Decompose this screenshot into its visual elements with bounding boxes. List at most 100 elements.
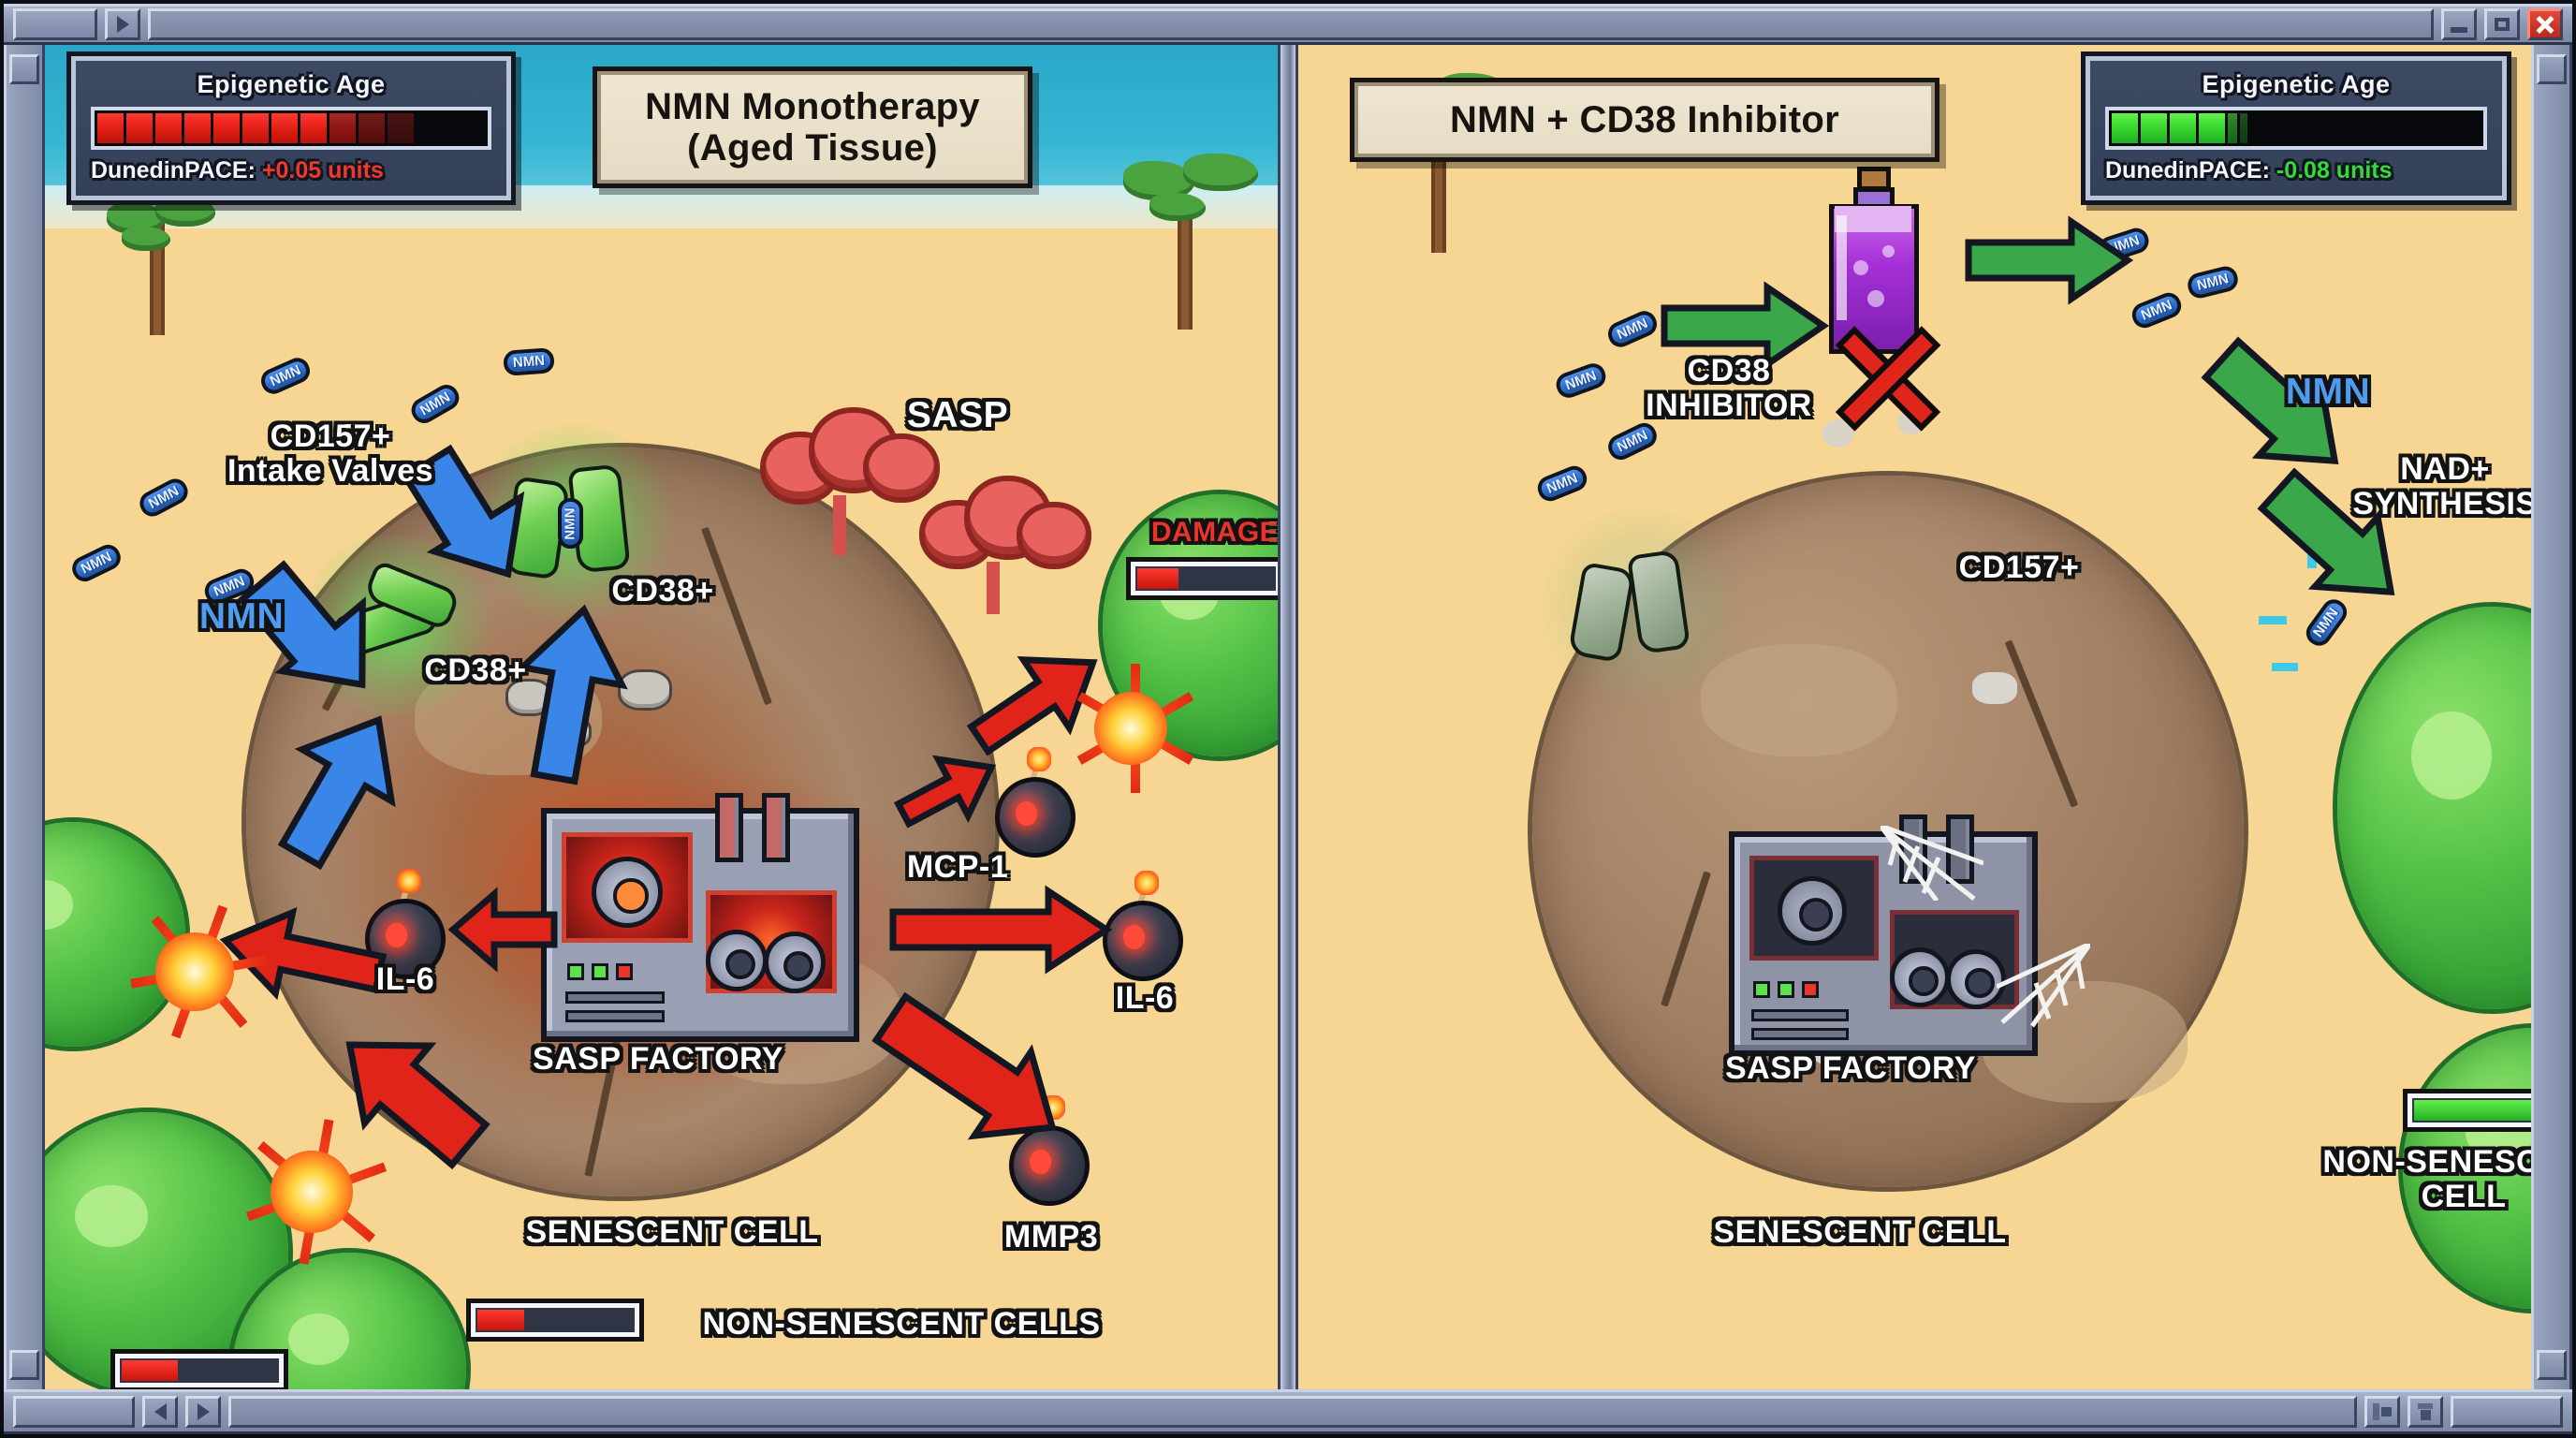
maximize-button[interactable]	[2484, 8, 2520, 40]
damage-arrow	[447, 887, 560, 973]
statusbar-resize-grip[interactable]	[2451, 1396, 2563, 1428]
left-rail-button-top[interactable]	[9, 54, 39, 84]
prev-button[interactable]	[142, 1396, 178, 1428]
sparkle	[2272, 663, 2298, 671]
panel-nmn-plus-cd38-inhibitor: NMN NMN NMN NMN NMN NMN NMN NMN	[1298, 45, 2531, 1389]
damage-arrow	[869, 981, 1075, 1168]
nad-synthesis-arrow	[2197, 326, 2365, 494]
hud-epigenetic-age-right: Epigenetic Age DunedinPACE: -0.08 units	[2086, 56, 2507, 200]
nmn-intake-arrow	[401, 429, 597, 597]
titlebar-left-blank	[13, 8, 97, 40]
label-sasp-factory: SASP FACTORY	[533, 1041, 783, 1077]
close-button[interactable]	[2527, 8, 2563, 40]
label-nmn: NMN	[2285, 372, 2371, 412]
panel-divider	[1278, 45, 1298, 1389]
explosion	[120, 897, 270, 1047]
label-cd38-inhibitor: CD38 INHIBITOR	[1646, 353, 1812, 423]
right-rail-button-bottom[interactable]	[2537, 1350, 2567, 1380]
non-senescent-legend-bar	[471, 1303, 639, 1337]
statusbar-left-blank	[13, 1396, 135, 1428]
right-rail-button-top[interactable]	[2537, 54, 2567, 84]
palm-tree	[101, 185, 223, 335]
label-mcp1: MCP-1	[906, 849, 1009, 885]
cd38-inhibitor-potion	[1822, 167, 1925, 354]
label-non-senescent-cells: NON-SENESCENT CELLS	[702, 1306, 1101, 1342]
hud-metric-label: DunedinPACE:	[91, 157, 256, 183]
damage-health-bar	[1131, 562, 1278, 595]
cobweb-icon	[1879, 823, 1984, 902]
cytokine-bomb-il6	[1103, 871, 1183, 981]
label-senescent-cell: SENESCENT CELL	[525, 1214, 819, 1250]
panel-left-title-banner: NMN Monotherapy (Aged Tissue)	[597, 71, 1028, 183]
window-statusbar	[4, 1389, 2572, 1434]
sparkle	[2259, 616, 2287, 624]
damage-arrow	[326, 1009, 494, 1187]
cd157-valve	[1538, 507, 1746, 706]
explosion	[232, 1112, 391, 1271]
cd38-callout-arrow	[494, 597, 653, 785]
label-cd157-plus: CD157+	[1958, 550, 2080, 585]
play-icon	[116, 16, 129, 33]
hud-metric-label: DunedinPACE:	[2105, 157, 2270, 183]
cobweb-icon	[1995, 941, 2093, 1028]
tool-b-icon	[2416, 1403, 2435, 1420]
label-sasp-factory: SASP FACTORY	[1725, 1050, 1976, 1086]
hud-title: Epigenetic Age	[2202, 70, 2391, 98]
maximize-icon	[2495, 18, 2510, 31]
tool-b-button[interactable]	[2408, 1396, 2443, 1428]
panel-nmn-monotherapy: NMN NMN NMN NMN NMN NMN NMN	[45, 45, 1278, 1389]
hud-meter-bar	[2105, 107, 2487, 150]
label-damage: DAMAGE	[1150, 517, 1278, 548]
hud-metric-row: DunedinPACE: -0.08 units	[2105, 157, 2487, 184]
sasp-factory	[1729, 814, 2093, 1056]
non-senescent-cell-bar	[2408, 1093, 2531, 1127]
cd38-callout-arrow	[260, 700, 429, 871]
tool-a-button[interactable]	[2364, 1396, 2400, 1428]
hud-metric-row: DunedinPACE: +0.05 units	[91, 157, 491, 184]
label-non-senescent-cell: NON-SENESCENT CELL	[2322, 1144, 2531, 1214]
label-cd38-upper: CD38+	[611, 573, 714, 609]
window-titlebar	[4, 4, 2572, 45]
arrow-right-icon	[197, 1403, 210, 1420]
label-il6-left: IL-6	[375, 961, 435, 997]
left-rail-button-bottom[interactable]	[9, 1350, 39, 1380]
sasp-cloud	[925, 476, 1093, 614]
right-rail	[2531, 45, 2572, 1389]
label-cd157-intake-valves: CD157+ Intake Valves	[227, 418, 434, 489]
nmn-token: NMN	[503, 347, 555, 376]
tool-a-icon	[2373, 1403, 2392, 1420]
hud-epigenetic-age-left: Epigenetic Age DunedinPACE: +0.05 units	[71, 56, 511, 200]
minimize-icon	[2451, 27, 2467, 33]
nad-synthesis-arrow	[2253, 457, 2422, 625]
label-sasp: SASP	[906, 395, 1009, 435]
label-nmn: NMN	[198, 596, 285, 637]
bottom-left-cell-bar	[115, 1354, 284, 1387]
statusbar-message-area	[228, 1396, 2357, 1428]
damage-arrow	[887, 885, 1113, 975]
cd38-blocked-x-icon	[1827, 312, 1949, 433]
hud-meter-bar	[91, 107, 491, 150]
sasp-factory	[476, 761, 925, 1089]
nmn-to-potion-arrow	[1659, 281, 1830, 371]
play-button[interactable]	[105, 8, 140, 40]
scene-canvas: NMN NMN NMN NMN NMN NMN NMN	[45, 45, 2531, 1389]
panel-right-title-line1: NMN + CD38 Inhibitor	[1449, 99, 1840, 140]
minimize-button[interactable]	[2441, 8, 2477, 40]
label-cd38-lower: CD38+	[424, 653, 527, 688]
palm-tree-2	[1121, 148, 1262, 330]
damage-arrow	[892, 738, 1004, 841]
label-senescent-cell: SENESCENT CELL	[1713, 1214, 2007, 1250]
label-mmp3: MMP3	[1003, 1219, 1099, 1255]
titlebar-drag-area[interactable]	[148, 8, 2434, 40]
left-rail	[4, 45, 45, 1389]
next-button[interactable]	[185, 1396, 221, 1428]
label-nad-synthesis: NAD+ SYNTHESIS	[2352, 451, 2531, 521]
panel-left-title-line2: (Aged Tissue)	[687, 127, 938, 169]
close-icon	[2535, 14, 2555, 35]
panel-left-title-line1: NMN Monotherapy	[645, 86, 980, 127]
explosion	[1061, 658, 1201, 799]
hud-metric-value: -0.08 units	[2276, 157, 2393, 183]
nmn-intake-arrow	[237, 536, 476, 724]
label-il6-right: IL-6	[1115, 980, 1175, 1016]
